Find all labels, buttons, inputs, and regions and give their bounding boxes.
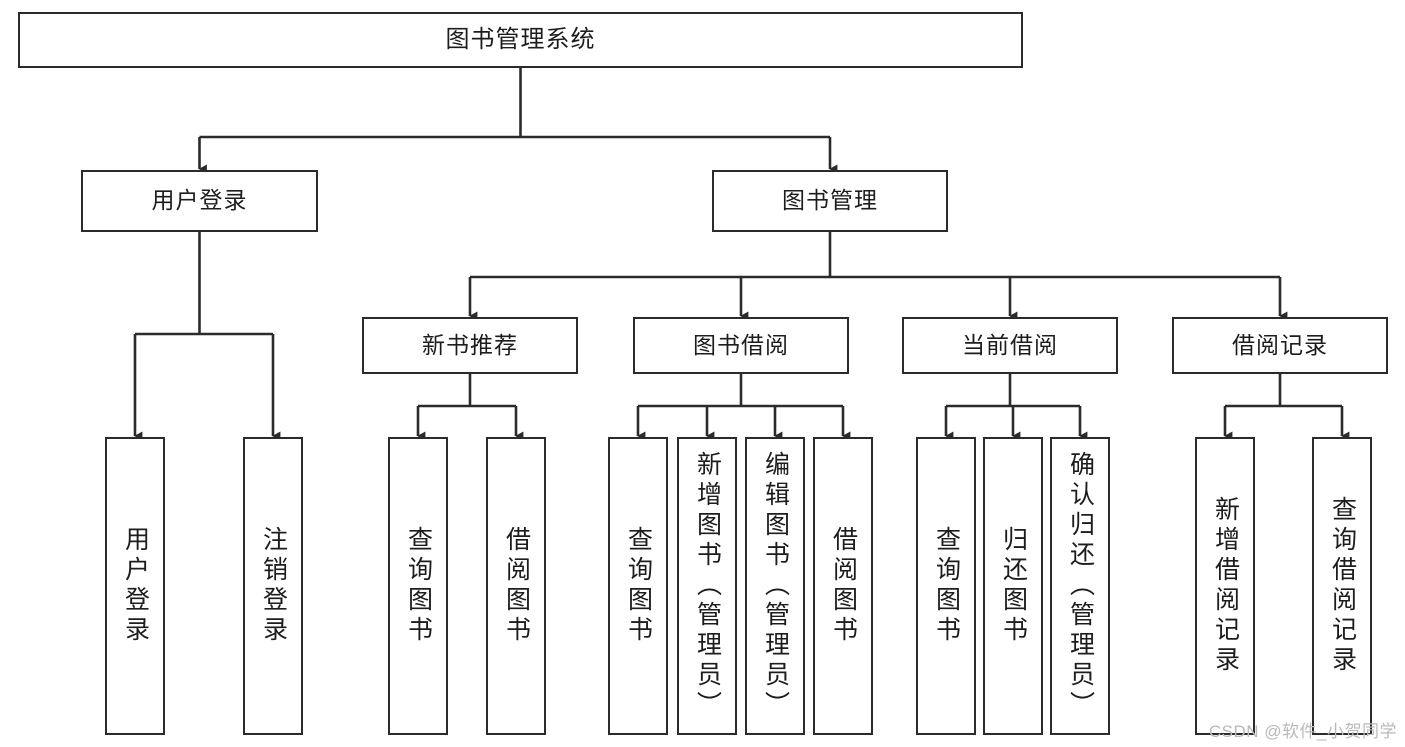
node-current-borrow-label: 当前借阅: [962, 331, 1058, 358]
leaf-add-borrow-record-label: 新增借阅记录: [1211, 496, 1240, 676]
node-new-book-recommend[interactable]: 新书推荐: [362, 317, 578, 374]
leaf-add-book-admin-label: 新增图书（管理员）: [693, 451, 722, 721]
node-new-book-recommend-label: 新书推荐: [422, 331, 518, 358]
leaf-borrow-book-recommend-label: 借阅图书: [502, 526, 531, 646]
node-book-borrow-label: 图书借阅: [693, 331, 789, 358]
leaf-query-borrow-record-label: 查询借阅记录: [1328, 496, 1357, 676]
node-borrow-record[interactable]: 借阅记录: [1172, 317, 1388, 374]
node-book-borrow[interactable]: 图书借阅: [633, 317, 849, 374]
leaf-return-book[interactable]: 归还图书: [983, 437, 1043, 735]
leaf-user-login-label: 用户登录: [121, 526, 150, 646]
leaf-add-book-admin[interactable]: 新增图书（管理员）: [677, 437, 737, 735]
leaf-edit-book-admin-label: 编辑图书（管理员）: [761, 451, 790, 721]
leaf-add-borrow-record[interactable]: 新增借阅记录: [1195, 437, 1255, 735]
leaf-confirm-return-admin-label: 确认归还（管理员）: [1066, 451, 1095, 721]
node-borrow-record-label: 借阅记录: [1232, 331, 1328, 358]
node-book-management[interactable]: 图书管理: [712, 170, 948, 232]
leaf-return-book-label: 归还图书: [999, 526, 1028, 646]
leaf-query-book-current-label: 查询图书: [932, 526, 961, 646]
node-root[interactable]: 图书管理系统: [18, 12, 1023, 68]
watermark: CSDN @软件_小贺同学: [1208, 722, 1397, 741]
leaf-borrow-book[interactable]: 借阅图书: [813, 437, 873, 735]
leaf-borrow-book-recommend[interactable]: 借阅图书: [486, 437, 546, 735]
leaf-logout-label: 注销登录: [259, 526, 288, 646]
leaf-query-book-current[interactable]: 查询图书: [916, 437, 976, 735]
leaf-query-book-recommend-label: 查询图书: [404, 526, 433, 646]
node-root-label: 图书管理系统: [445, 25, 596, 53]
leaf-query-book-label: 查询图书: [624, 526, 653, 646]
leaf-edit-book-admin[interactable]: 编辑图书（管理员）: [745, 437, 805, 735]
leaf-confirm-return-admin[interactable]: 确认归还（管理员）: [1050, 437, 1110, 735]
leaf-logout[interactable]: 注销登录: [243, 437, 303, 735]
leaf-query-borrow-record[interactable]: 查询借阅记录: [1312, 437, 1372, 735]
node-current-borrow[interactable]: 当前借阅: [902, 317, 1118, 374]
leaf-user-login[interactable]: 用户登录: [105, 437, 165, 735]
node-book-management-label: 图书管理: [782, 187, 878, 214]
node-user-login-label: 用户登录: [151, 187, 248, 214]
leaf-query-book-recommend[interactable]: 查询图书: [388, 437, 448, 735]
node-user-login[interactable]: 用户登录: [81, 170, 318, 232]
leaf-borrow-book-label: 借阅图书: [829, 526, 858, 646]
leaf-query-book[interactable]: 查询图书: [608, 437, 668, 735]
